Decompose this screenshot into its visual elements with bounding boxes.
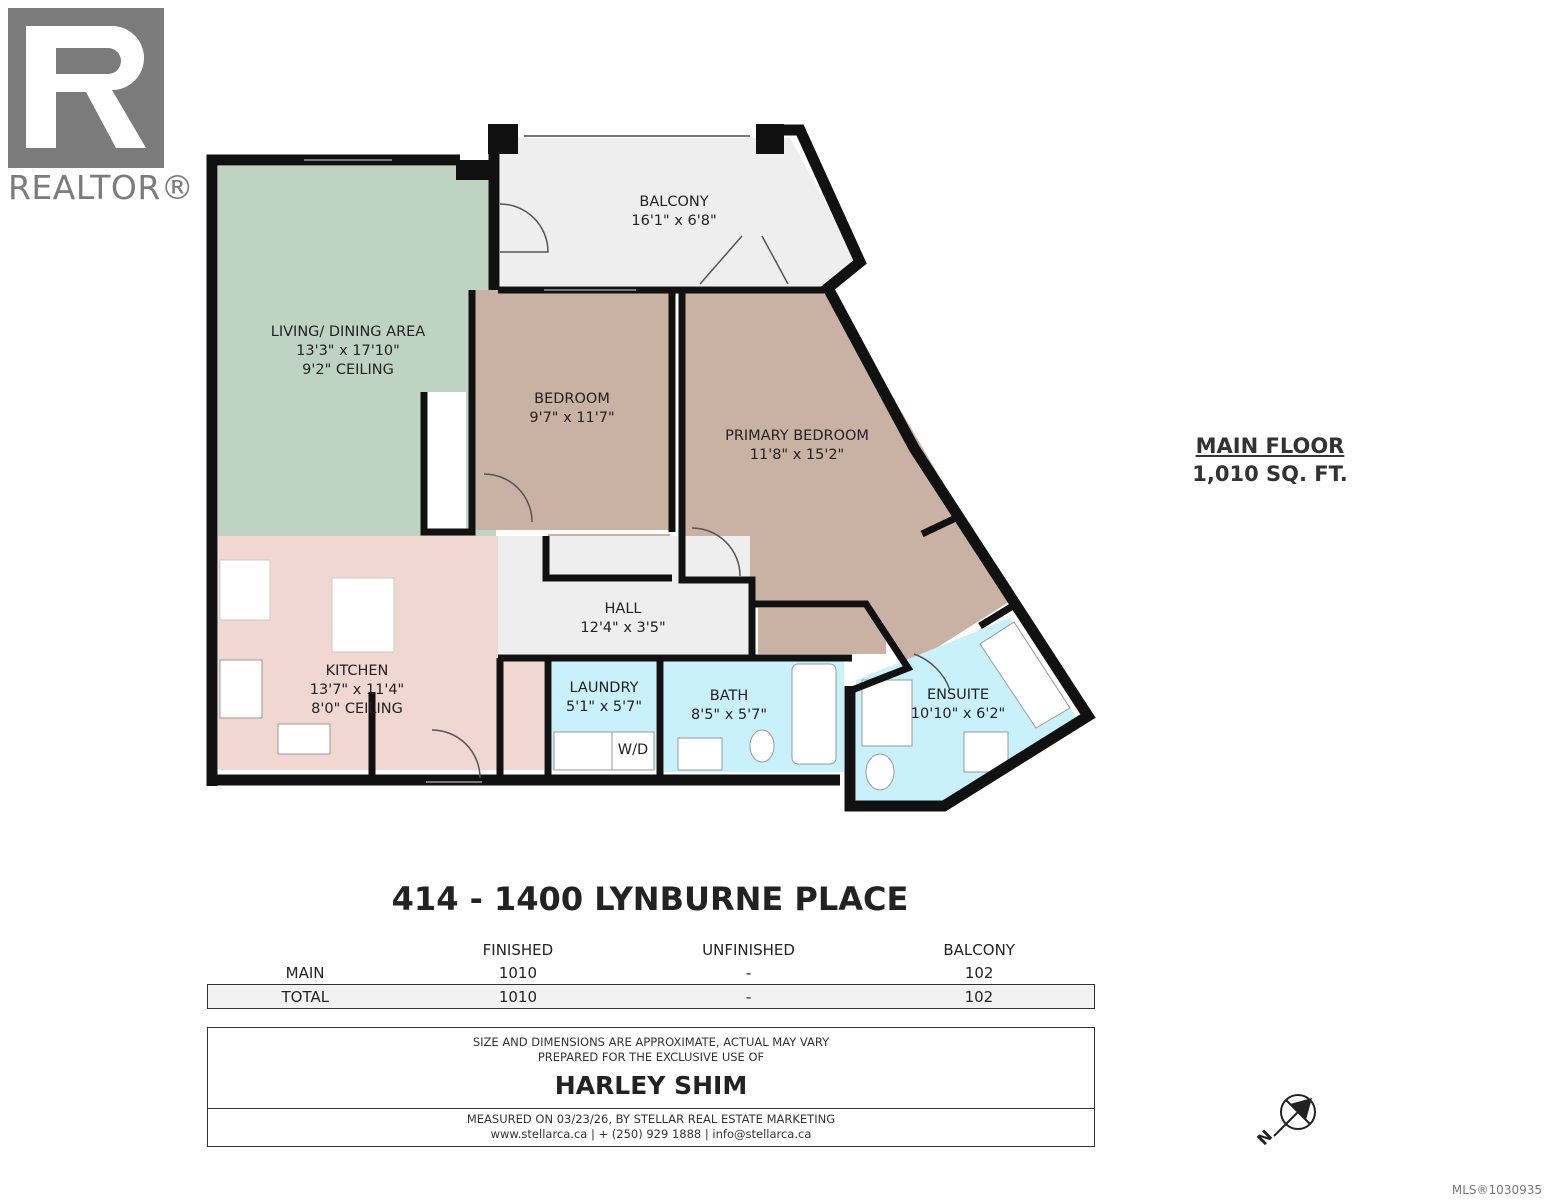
primary-dims: 11'8" x 15'2" [749,447,845,463]
primary-bedroom-label: PRIMARY BEDROOM 11'8" x 15'2" [725,427,869,465]
ensuite-label: ENSUITE 10'10" x 6'2" [911,686,1005,724]
credits-line-2: www.stellarca.ca | + (250) 929 1888 | in… [490,1127,812,1141]
balcony-fill-wedge [760,138,858,286]
table-row-total: TOTAL 1010 - 102 [206,984,1095,1009]
bedroom-label: BEDROOM 9'7" x 11'7" [529,390,614,428]
closet-fill [426,392,466,532]
header-cell [208,938,403,961]
bedroom-dims: 9'7" x 11'7" [529,410,615,426]
table-cell: 102 [964,963,994,982]
kitchen-label: KITCHEN 13'7" x 11'4" 8'0" CEILING [310,662,404,719]
balcony-label: BALCONY 16'1" x 6'8" [631,193,716,231]
disclaimer-line-1: SIZE AND DIMENSIONS ARE APPROXIMATE, ACT… [472,1035,830,1049]
table-cell: TOTAL [206,984,403,1009]
kitchen-name: KITCHEN [325,663,389,679]
disclaimer-line-2: PREPARED FOR THE EXCLUSIVE USE OF [537,1050,765,1064]
kitchen-ceiling: 8'0" CEILING [311,701,403,717]
table-row: MAIN 1010 - 102 [208,961,1095,985]
floor-plan [206,124,1096,812]
balcony-dims: 16'1" x 6'8" [631,213,717,229]
laundry-label: LAUNDRY 5'1" x 5'7" [566,679,642,717]
disclaimer: SIZE AND DIMENSIONS ARE APPROXIMATE, ACT… [208,1035,1094,1065]
balcony-fill [500,138,760,286]
info-box: SIZE AND DIMENSIONS ARE APPROXIMATE, ACT… [207,1027,1095,1147]
living-ceiling: 9'2" CEILING [302,362,394,378]
bath-name: BATH [709,688,749,704]
living-dims: 13'3" x 17'10" [296,343,400,359]
header-cell: BALCONY [943,940,1015,959]
table-cell: 102 [863,984,1095,1009]
credits: MEASURED ON 03/23/26, BY STELLAR REAL ES… [208,1112,1094,1142]
area-table: FINISHED UNFINISHED BALCONY MAIN 1010 - … [206,938,1095,1009]
ensuite-dims: 10'10" x 6'2" [910,706,1006,722]
balcony-name: BALCONY [639,194,709,210]
client-name: HARLEY SHIM [554,1071,748,1100]
bath-dims: 8'5" x 5'7" [690,707,768,723]
living-dining-label: LIVING/ DINING AREA 13'3" x 17'10" 9'2" … [271,323,425,380]
washer-dryer-label: W/D [618,741,648,760]
bedroom-fill [474,290,670,530]
divider [208,1108,1094,1109]
table-cell: 1010 [402,984,634,1009]
compass-icon [1273,1094,1316,1137]
hall-dims: 12'4" x 3'5" [580,620,666,636]
floor-summary: MAIN FLOOR 1,010 SQ. FT. [1192,432,1347,488]
primary-closet-fill [758,608,886,654]
table-cell: 1010 [498,963,538,982]
laundry-dims: 5'1" x 5'7" [565,699,643,715]
primary-fill [684,290,1012,666]
hall-fill [498,536,750,654]
realtor-r-logo [8,8,164,168]
laundry-name: LAUNDRY [569,680,639,696]
bath-label: BATH 8'5" x 5'7" [691,687,767,725]
area-table-header: FINISHED UNFINISHED BALCONY [208,938,1095,961]
table-cell: - [745,963,752,982]
primary-name: PRIMARY BEDROOM [725,428,869,444]
kitchen-dims: 13'7" x 11'4" [309,682,405,698]
credits-line-1: MEASURED ON 03/23/26, BY STELLAR REAL ES… [466,1112,836,1126]
floor-area: 1,010 SQ. FT. [1192,462,1348,486]
mls-number: MLS®1030935 [1451,1183,1542,1197]
property-address: 414 - 1400 LYNBURNE PLACE [391,880,909,918]
table-cell: - [633,984,864,1009]
header-cell: UNFINISHED [702,940,795,959]
floor-title: MAIN FLOOR [1195,434,1345,458]
table-cell: MAIN [285,963,325,982]
header-cell: FINISHED [482,940,554,959]
laundry-appliance: W/D [617,742,649,758]
bedroom-name: BEDROOM [534,391,610,407]
hall-label: HALL 12'4" x 3'5" [580,600,665,638]
pantry-fill [502,660,544,770]
ensuite-name: ENSUITE [926,687,990,703]
realtor-text: REALTOR® [8,168,195,207]
living-name: LIVING/ DINING AREA [270,324,426,340]
hall-name: HALL [604,601,642,617]
